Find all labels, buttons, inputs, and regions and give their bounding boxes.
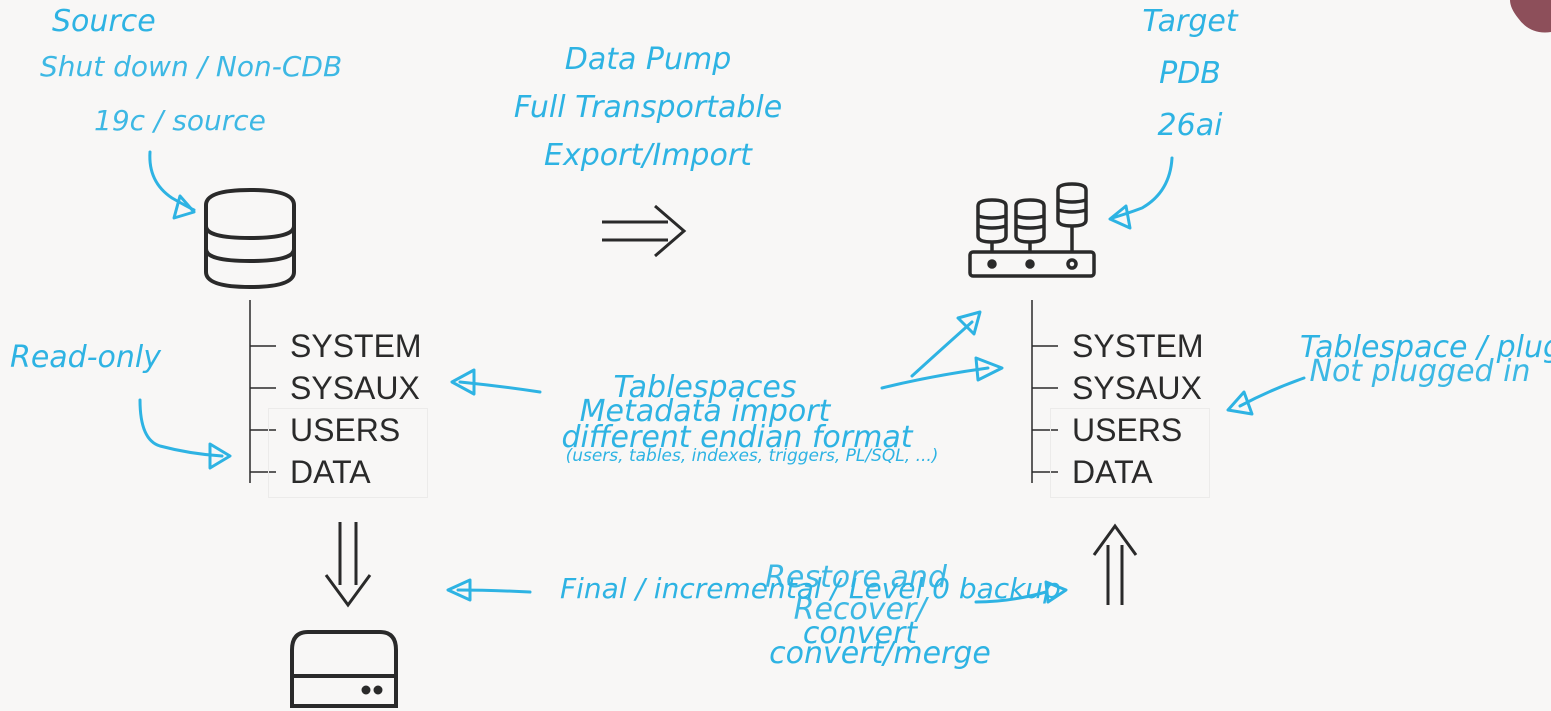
- arrow-head: [208, 442, 232, 470]
- arrow-head: [1044, 580, 1068, 604]
- arrow-head: [1108, 204, 1132, 230]
- arrow-restore-to-target: [974, 590, 1048, 604]
- metadata-import-label: Metadata import: [579, 394, 831, 429]
- restore-label: Restore and: [765, 560, 947, 595]
- target-tablespace-data: DATA: [1072, 454, 1153, 490]
- recover-label: Recover/: [793, 592, 927, 627]
- source-label: Source: [52, 4, 156, 39]
- arrow-head: [1226, 390, 1254, 416]
- source-overlap-label: Shut down / Non-CDB: [40, 50, 343, 83]
- read-only-label: Read-only: [10, 340, 162, 375]
- data-pump-line-2: Full Transportable: [513, 90, 783, 125]
- target-line-1: Target: [1142, 4, 1238, 39]
- source-version-label: 19c / source: [94, 104, 266, 137]
- arrow-head: [974, 356, 1004, 382]
- convert-merge-label: convert/merge: [769, 636, 991, 671]
- source-tablespace-system: SYSTEM: [290, 328, 422, 364]
- arrow-metadata-to-sysaux: [880, 366, 990, 390]
- double-down-arrow-icon: [324, 522, 372, 608]
- arrow-readonly: [138, 398, 224, 458]
- arrow-plugin-to-users: [1238, 376, 1306, 408]
- data-pump-line-1: Data Pump: [564, 42, 732, 77]
- arrow-head: [446, 578, 472, 602]
- arrow-head: [450, 368, 476, 396]
- source-tablespace-data: DATA: [290, 454, 371, 490]
- target-tree-lines: [1031, 300, 1058, 483]
- arrow-head: [172, 194, 196, 220]
- source-tablespace-sysaux: SYSAUX: [290, 370, 420, 406]
- not-plugged-label: Not plugged in: [1309, 354, 1531, 389]
- target-line-3: 26ai: [1157, 108, 1223, 143]
- target-line-2: PDB: [1159, 56, 1221, 91]
- endian-label: different endian format: [561, 420, 913, 455]
- backup-overlap-label: Final / incremental / Level 0 backup: [560, 572, 1061, 605]
- target-tablespace-system: SYSTEM: [1072, 328, 1204, 364]
- arrow-metadata-to-cdb: [910, 320, 974, 378]
- source-user-data-box: [268, 408, 428, 498]
- metadata-detail-label: (users, tables, indexes, triggers, PL/SQ…: [565, 446, 939, 466]
- target-tablespace-sysaux: SYSAUX: [1072, 370, 1202, 406]
- tablespaces-label: Tablespaces: [613, 370, 797, 405]
- corner-shape: [1510, 0, 1551, 33]
- arrow-to-source-sysaux: [458, 380, 542, 394]
- arrow-source-to-db: [148, 150, 196, 212]
- container-database-icon: [968, 182, 1096, 278]
- convert-label: convert: [802, 616, 918, 651]
- disk-drive-icon: [290, 630, 398, 708]
- double-right-arrow-icon: [602, 204, 687, 258]
- arrow-head: [956, 310, 982, 336]
- target-user-data-box: [1050, 408, 1210, 498]
- tablespace-plugin-label: Tablespace / plug-in: [1300, 330, 1551, 365]
- arrow-backup-to-disk: [456, 588, 532, 594]
- source-tree-lines: [249, 300, 276, 483]
- source-tablespace-users: USERS: [290, 412, 401, 448]
- database-icon: [204, 187, 296, 290]
- double-up-arrow-icon: [1092, 523, 1138, 605]
- target-tablespace-users: USERS: [1072, 412, 1183, 448]
- data-pump-line-3: Export/Import: [544, 138, 752, 173]
- arrow-target-to-cdb: [1110, 156, 1174, 220]
